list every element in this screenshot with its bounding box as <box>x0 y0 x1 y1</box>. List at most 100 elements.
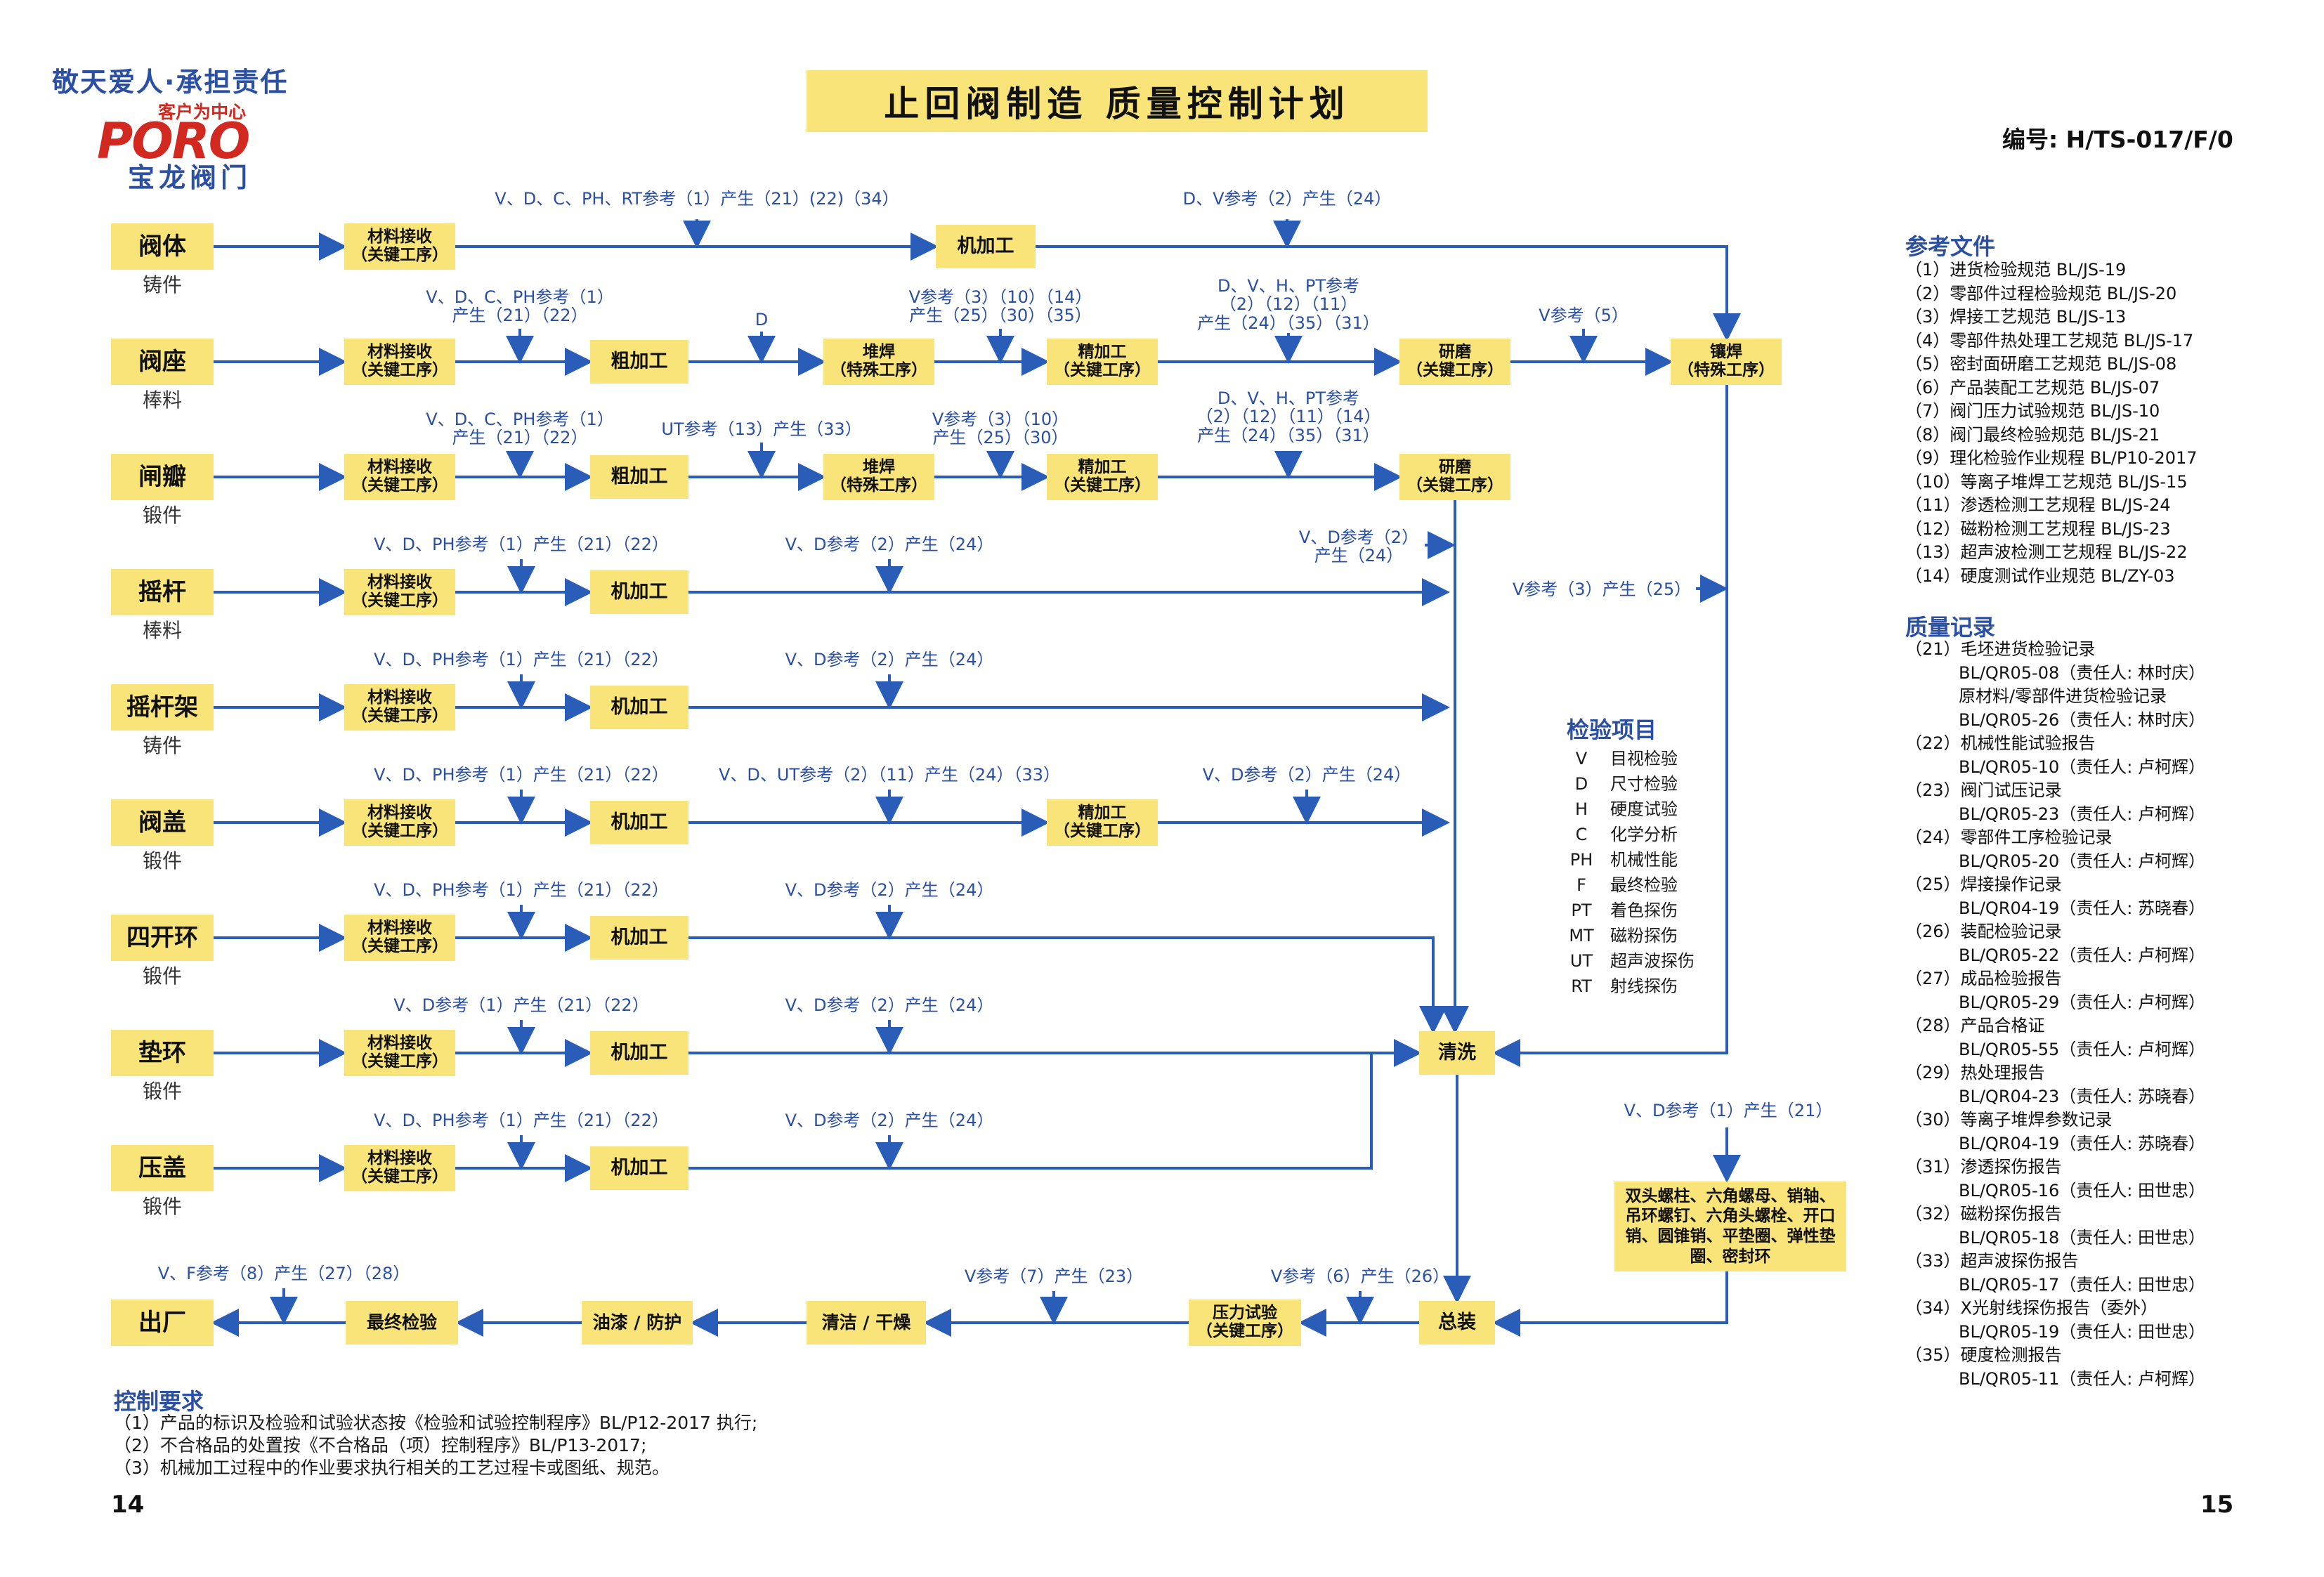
list-item: （12）磁粉检测工艺规程 BL/JS-23 <box>1905 518 2171 539</box>
note-disc-finish: D、V、H、PT参考 （2）（12）（11）（14） 产生（24）（35）（31… <box>1196 388 1381 445</box>
part-rocker: 摇杆 <box>111 569 214 615</box>
step-receive-gasket-ring: 材料接收 （关键工序） <box>344 1030 455 1076</box>
records-title: 质量记录 <box>1905 614 1996 641</box>
step-braze: 镶焊 （特殊工序） <box>1671 339 1782 385</box>
material-rocker-bracket: 铸件 <box>142 734 183 757</box>
material-gasket-ring: 锻件 <box>142 1080 183 1103</box>
material-gland: 锻件 <box>142 1195 183 1218</box>
part-bonnet: 阀盖 <box>111 799 214 846</box>
note-seat-rough: D <box>755 310 769 329</box>
note-bracket-machining: V、D参考（2）产生（24） <box>785 650 994 669</box>
list-item: （27）成品检验报告 <box>1905 969 2062 988</box>
step-receive-seat: 材料接收 （关键工序） <box>344 339 455 385</box>
list-item: BL/QR05-19（责任人: 田世忠） <box>1959 1321 2205 1342</box>
note-rocker-receive: V、D、PH参考（1）产生（21）（22） <box>374 535 669 554</box>
list-item: （9）理化检验作业规程 BL/P10-2017 <box>1905 448 2198 468</box>
list-item: （21）毛坯进货检验记录 <box>1905 639 2096 659</box>
list-item: （25）焊接操作记录 <box>1905 875 2062 894</box>
list-item: （35）硬度检测报告 <box>1905 1345 2062 1365</box>
flow-arrow <box>688 936 1447 1034</box>
list-item: BL/QR05-17（责任人: 田世忠） <box>1959 1274 2205 1295</box>
page-title: 止回阀制造 质量控制计划 <box>807 70 1428 132</box>
logo-company-name: 宝龙阀门 <box>128 162 252 193</box>
logo-slogan: 敬天爱人·承担责任 <box>52 67 289 98</box>
list-item: BL/QR04-19（责任人: 苏晓春） <box>1959 1133 2205 1153</box>
step-seat-overlay: 堆焊 （特殊工序） <box>823 339 934 385</box>
list-item: BL/QR05-08（责任人: 林时庆） <box>1959 662 2205 683</box>
part-rocker-bracket: 摇杆架 <box>111 684 214 731</box>
note-seat-finish: D、V、H、PT参考 （2）（12）（11） 产生（24）（35）（31） <box>1197 276 1380 333</box>
page-number-left: 14 <box>111 1491 145 1519</box>
step-fasteners: 双头螺柱、六角螺母、销轴、吊环螺钉、六角头螺栓、开口销、圆锥销、平垫圈、弹性垫圈… <box>1614 1182 1846 1271</box>
step-seat-finish: 精加工 （关键工序） <box>1047 339 1158 385</box>
step-split-ring-machining: 机加工 <box>590 916 688 960</box>
note-seat-receive: V、D、C、PH参考（1） 产生（21）（22） <box>426 287 614 326</box>
step-disc-finish: 精加工 （关键工序） <box>1047 454 1158 500</box>
list-item: （33）超声波探伤报告 <box>1905 1251 2079 1271</box>
list-item: （1）进货检验规范 BL/JS-19 <box>1905 260 2127 280</box>
step-ship: 出厂 <box>111 1300 214 1346</box>
step-receive-gland: 材料接收 （关键工序） <box>344 1145 455 1191</box>
part-valve-seat: 阀座 <box>111 339 214 385</box>
requirements-list: （1）产品的标识及检验和试验状态按《检验和试验控制程序》BL/P12-2017 … <box>114 1412 757 1479</box>
list-item: （28）产品合格证 <box>1905 1016 2045 1035</box>
list-item: （3）机械加工过程中的作业要求执行相关的工艺过程卡或图纸、规范。 <box>114 1458 670 1478</box>
note-disc-overlay: V参考（3）（10） 产生（25）（30） <box>932 410 1069 448</box>
list-item: BL/QR05-20（责任人: 卢柯辉） <box>1959 851 2205 871</box>
step-pressure-test: 压力试验 （关键工序） <box>1189 1300 1301 1346</box>
list-item: BL/QR05-10（责任人: 卢柯辉） <box>1959 757 2205 777</box>
references-title: 参考文件 <box>1905 233 1996 260</box>
step-body-machining: 机加工 <box>936 225 1036 268</box>
step-bonnet-finish: 精加工 （关键工序） <box>1047 799 1158 846</box>
note-bonnet-finish: V、D参考（2）产生（24） <box>1202 765 1411 785</box>
list-item: （22）机械性能试验报告 <box>1905 733 2096 753</box>
note-disc-receive: V、D、C、PH参考（1） 产生（21）（22） <box>426 410 614 448</box>
step-receive-body: 材料接收 （关键工序） <box>344 223 455 270</box>
step-receive-split-ring: 材料接收 （关键工序） <box>344 915 455 961</box>
note-body-receive: V、D、C、PH、RT参考（1）产生（21）(22)（34） <box>495 189 899 209</box>
list-item: BL/QR05-55（责任人: 卢柯辉） <box>1959 1039 2205 1059</box>
note-gland-receive: V、D、PH参考（1）产生（21）（22） <box>374 1111 669 1130</box>
step-disc-overlay: 堆焊 （特殊工序） <box>823 454 934 500</box>
step-gasket-ring-machining: 机加工 <box>590 1031 688 1075</box>
note-disc-rough: UT参考（13）产生（33） <box>661 419 862 439</box>
material-valve-body: 铸件 <box>142 273 183 296</box>
list-item: BL/QR05-26（责任人: 林时庆） <box>1959 709 2205 730</box>
list-item: （2）不合格品的处置按《不合格品（项）控制程序》BL/P13-2017; <box>114 1435 647 1455</box>
material-valve-seat: 棒料 <box>142 388 183 412</box>
note-braze-to-clean: V参考（3）产生（25） <box>1512 580 1692 599</box>
part-valve-body: 阀体 <box>111 223 214 270</box>
list-item: BL/QR05-23（责任人: 卢柯辉） <box>1959 804 2205 824</box>
step-disc-grind: 研磨 （关键工序） <box>1399 454 1510 500</box>
note-rocker-machining: V、D参考（2）产生（24） <box>785 535 994 554</box>
list-item: （7）阀门压力试验规范 BL/JS-10 <box>1905 401 2160 421</box>
note-disc-to-clean: V、D参考（2） 产生（24） <box>1298 528 1419 566</box>
list-item: （10）等离子堆焊工艺规范 BL/JS-15 <box>1905 471 2188 492</box>
step-seat-grind: 研磨 （关键工序） <box>1399 339 1510 385</box>
logo-mark: PORO <box>97 112 250 170</box>
list-item: （31）渗透探伤报告 <box>1905 1157 2062 1177</box>
step-clean-dry: 清洁 / 干燥 <box>807 1301 926 1344</box>
material-disc: 锻件 <box>142 504 183 527</box>
list-item: （3）焊接工艺规范 BL/JS-13 <box>1905 307 2127 327</box>
list-item: （4）零部件热处理工艺规范 BL/JS-17 <box>1905 330 2194 351</box>
list-item: （14）硬度测试作业规范 BL/ZY-03 <box>1905 565 2175 586</box>
references-list: （1）进货检验规范 BL/JS-19 （2）零部件过程检验规范 BL/JS-20… <box>1905 259 2198 588</box>
note-gasket-ring-machining: V、D参考（2）产生（24） <box>785 995 994 1015</box>
flow-arrow <box>1036 245 1741 341</box>
step-seat-rough: 粗加工 <box>590 340 688 384</box>
note-clean-dry: V参考（7）产生（23） <box>964 1267 1144 1286</box>
inspection-legend-title: 检验项目 <box>1567 716 1657 743</box>
list-item: BL/QR05-22（责任人: 卢柯辉） <box>1959 945 2205 965</box>
flow-arrows <box>211 219 1741 1337</box>
list-item: BL/QR05-29（责任人: 卢柯辉） <box>1959 992 2205 1012</box>
